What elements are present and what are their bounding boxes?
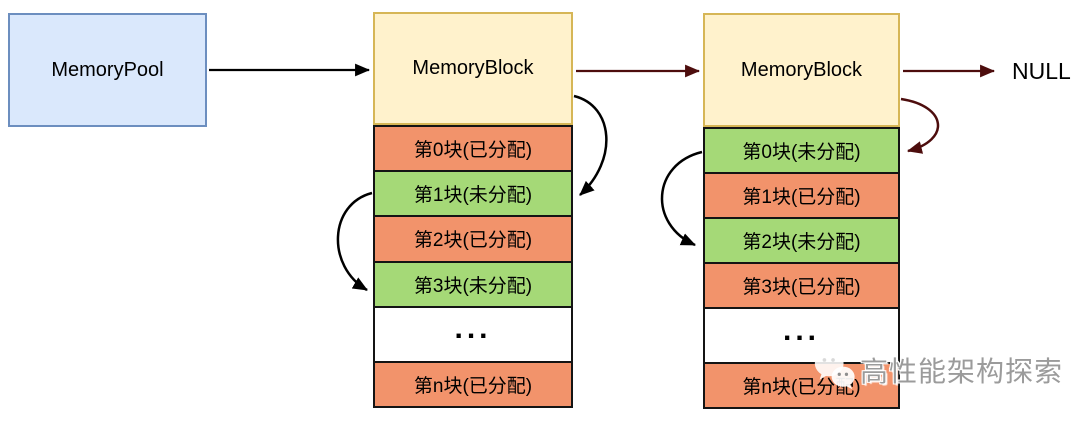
wechat-icon [814, 350, 855, 390]
memory-block-1-label: MemoryBlock [412, 57, 534, 79]
block-2-row-ellipsis: ... [705, 307, 898, 362]
block-1-row-0: 第0块(已分配) [375, 127, 571, 171]
memory-block-2-stack: 第0块(未分配) 第1块(已分配) 第2块(未分配) 第3块(已分配) ... … [703, 127, 900, 409]
memory-block-1-header: MemoryBlock [373, 12, 573, 125]
arrow-block1-free-row1-to-row3 [336, 191, 373, 292]
block-2-row-1: 第1块(已分配) [705, 172, 898, 217]
arrow-block1-header-to-free-row1 [573, 94, 608, 196]
watermark-text: 高性能架构探索 [860, 356, 1064, 387]
memory-block-2-label: MemoryBlock [740, 58, 863, 81]
block-2-row-0: 第0块(未分配) [705, 129, 898, 172]
memory-pool-node: MemoryPool [8, 13, 207, 127]
block-1-row-n: 第n块(已分配) [375, 360, 571, 407]
null-terminator-label: NULL [1012, 56, 1071, 86]
block-1-row-1: 第1块(未分配) [375, 170, 571, 216]
memory-pool-label: MemoryPool [51, 58, 164, 81]
arrow-block2-free-row0-to-row2 [660, 150, 703, 247]
memory-block-1-stack: 第0块(已分配) 第1块(未分配) 第2块(已分配) 第3块(未分配) ... … [373, 125, 573, 408]
arrow-block2-header-to-free-row0 [900, 97, 940, 154]
block-2-row-n: 第n块(已分配) [705, 362, 898, 407]
memory-block-2-header: MemoryBlock [703, 13, 900, 127]
block-1-row-ellipsis: ... [375, 305, 571, 361]
null-text: NULL [1012, 57, 1071, 84]
block-2-row-3: 第3块(已分配) [705, 262, 898, 307]
block-2-row-2: 第2块(未分配) [705, 217, 898, 262]
watermark: 高性能架构探索 [810, 347, 1063, 393]
block-1-row-3: 第3块(未分配) [375, 260, 571, 306]
block-1-row-2: 第2块(已分配) [375, 215, 571, 261]
